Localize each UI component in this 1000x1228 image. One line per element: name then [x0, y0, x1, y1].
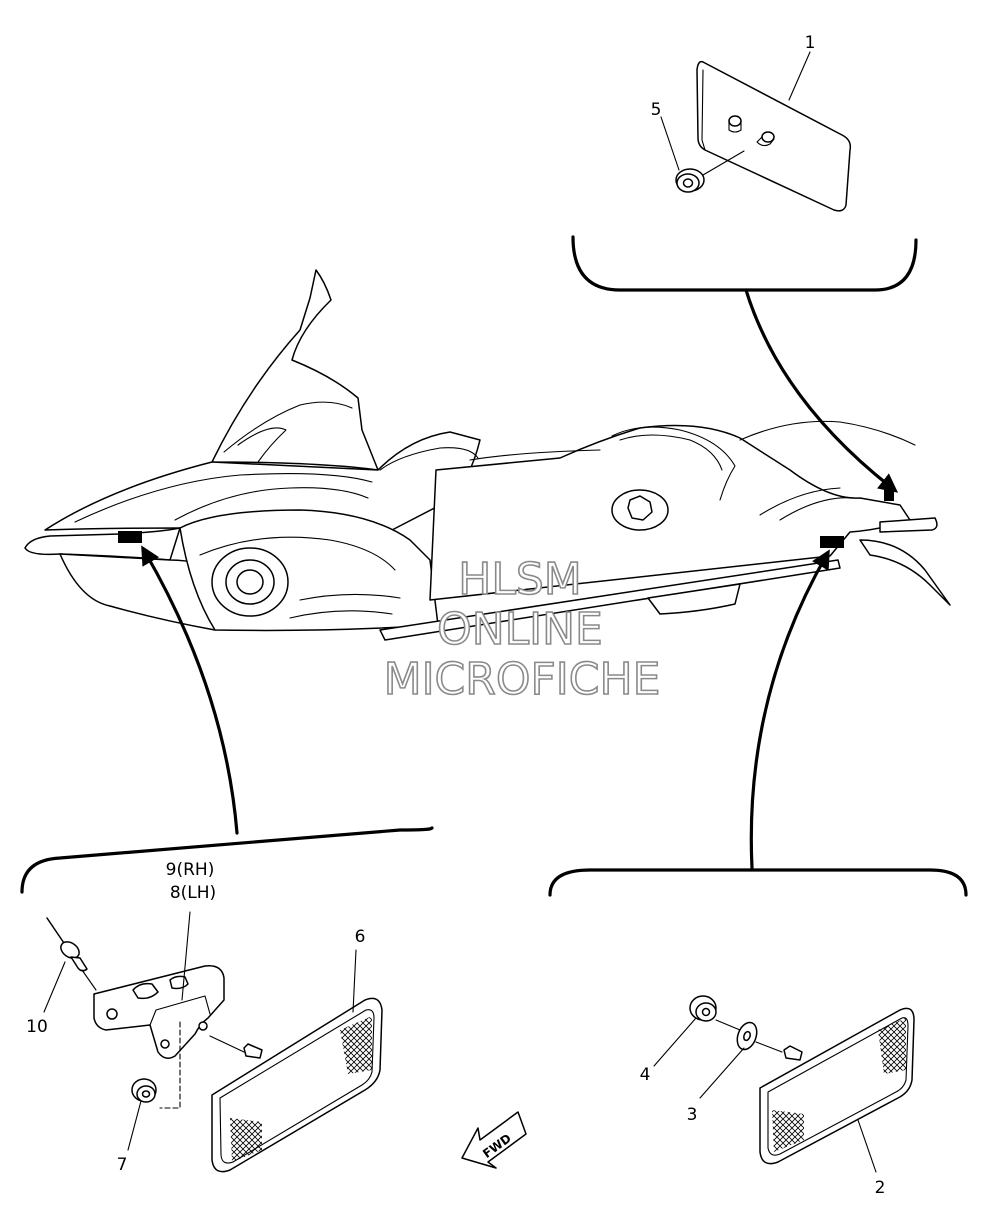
- leader-side-reflector: [749, 549, 830, 870]
- callout-leader-7: [127, 1100, 142, 1151]
- leader-rear-reflector: [744, 288, 899, 493]
- callout-leader-1: [788, 51, 811, 101]
- callout-7: 7: [117, 1155, 128, 1175]
- side-reflector-location: [820, 536, 844, 548]
- fastener-axis-line: [702, 150, 745, 176]
- callout-leader-4: [653, 1017, 697, 1067]
- detail-bracket-top-right: [571, 235, 918, 292]
- fwd-arrow-icon: FWD: [461, 1111, 527, 1169]
- callout-leader-6: [352, 949, 357, 1013]
- leader-front-reflector: [141, 545, 239, 835]
- callout-leader-10: [43, 961, 66, 1013]
- watermark-line-3: MICROFICHE: [384, 654, 661, 705]
- callout-10: 10: [26, 1017, 48, 1037]
- callout-leader-5: [660, 116, 680, 171]
- nut-7: [131, 1078, 157, 1103]
- callout-5: 5: [651, 100, 662, 120]
- reflector-bracket: [93, 965, 225, 1059]
- assembly-dashed-line: [159, 1021, 181, 1109]
- front-reflector: [211, 997, 383, 1173]
- callout-4: 4: [640, 1065, 651, 1085]
- callout-6: 6: [355, 927, 366, 947]
- rear-reflector: [696, 60, 852, 212]
- watermark: HLSM ONLINE MICROFICHE: [383, 553, 661, 706]
- rear-reflector-location: [884, 485, 894, 501]
- detail-bracket-bottom-left: [20, 826, 434, 894]
- rear-reflector-detail: 1 5: [571, 33, 918, 292]
- side-reflector: [759, 1007, 915, 1165]
- nut-4: [689, 995, 717, 1022]
- callout-1: 1: [805, 33, 816, 53]
- front-reflector-location: [118, 531, 142, 543]
- callout-leader-3: [699, 1047, 745, 1099]
- callout-leader-2: [857, 1119, 877, 1173]
- callout-leader-8-9: [181, 911, 191, 1001]
- flange-nut: [675, 168, 705, 193]
- side-reflector-detail: 4 3 2: [548, 868, 968, 1198]
- washer-3: [736, 1021, 758, 1051]
- callout-9: 9(RH): [166, 860, 215, 880]
- callout-2: 2: [875, 1178, 886, 1198]
- watermark-line-2: ONLINE: [437, 604, 603, 655]
- detail-bracket-bottom-right: [548, 868, 968, 897]
- front-reflector-detail: 9(RH) 8(LH) 10 6 7: [20, 826, 434, 1175]
- rivet: [46, 917, 88, 972]
- callout-8: 8(LH): [170, 883, 216, 903]
- watermark-line-1: HLSM: [458, 554, 582, 605]
- callout-3: 3: [687, 1105, 698, 1125]
- snowmobile-outline: [24, 269, 951, 641]
